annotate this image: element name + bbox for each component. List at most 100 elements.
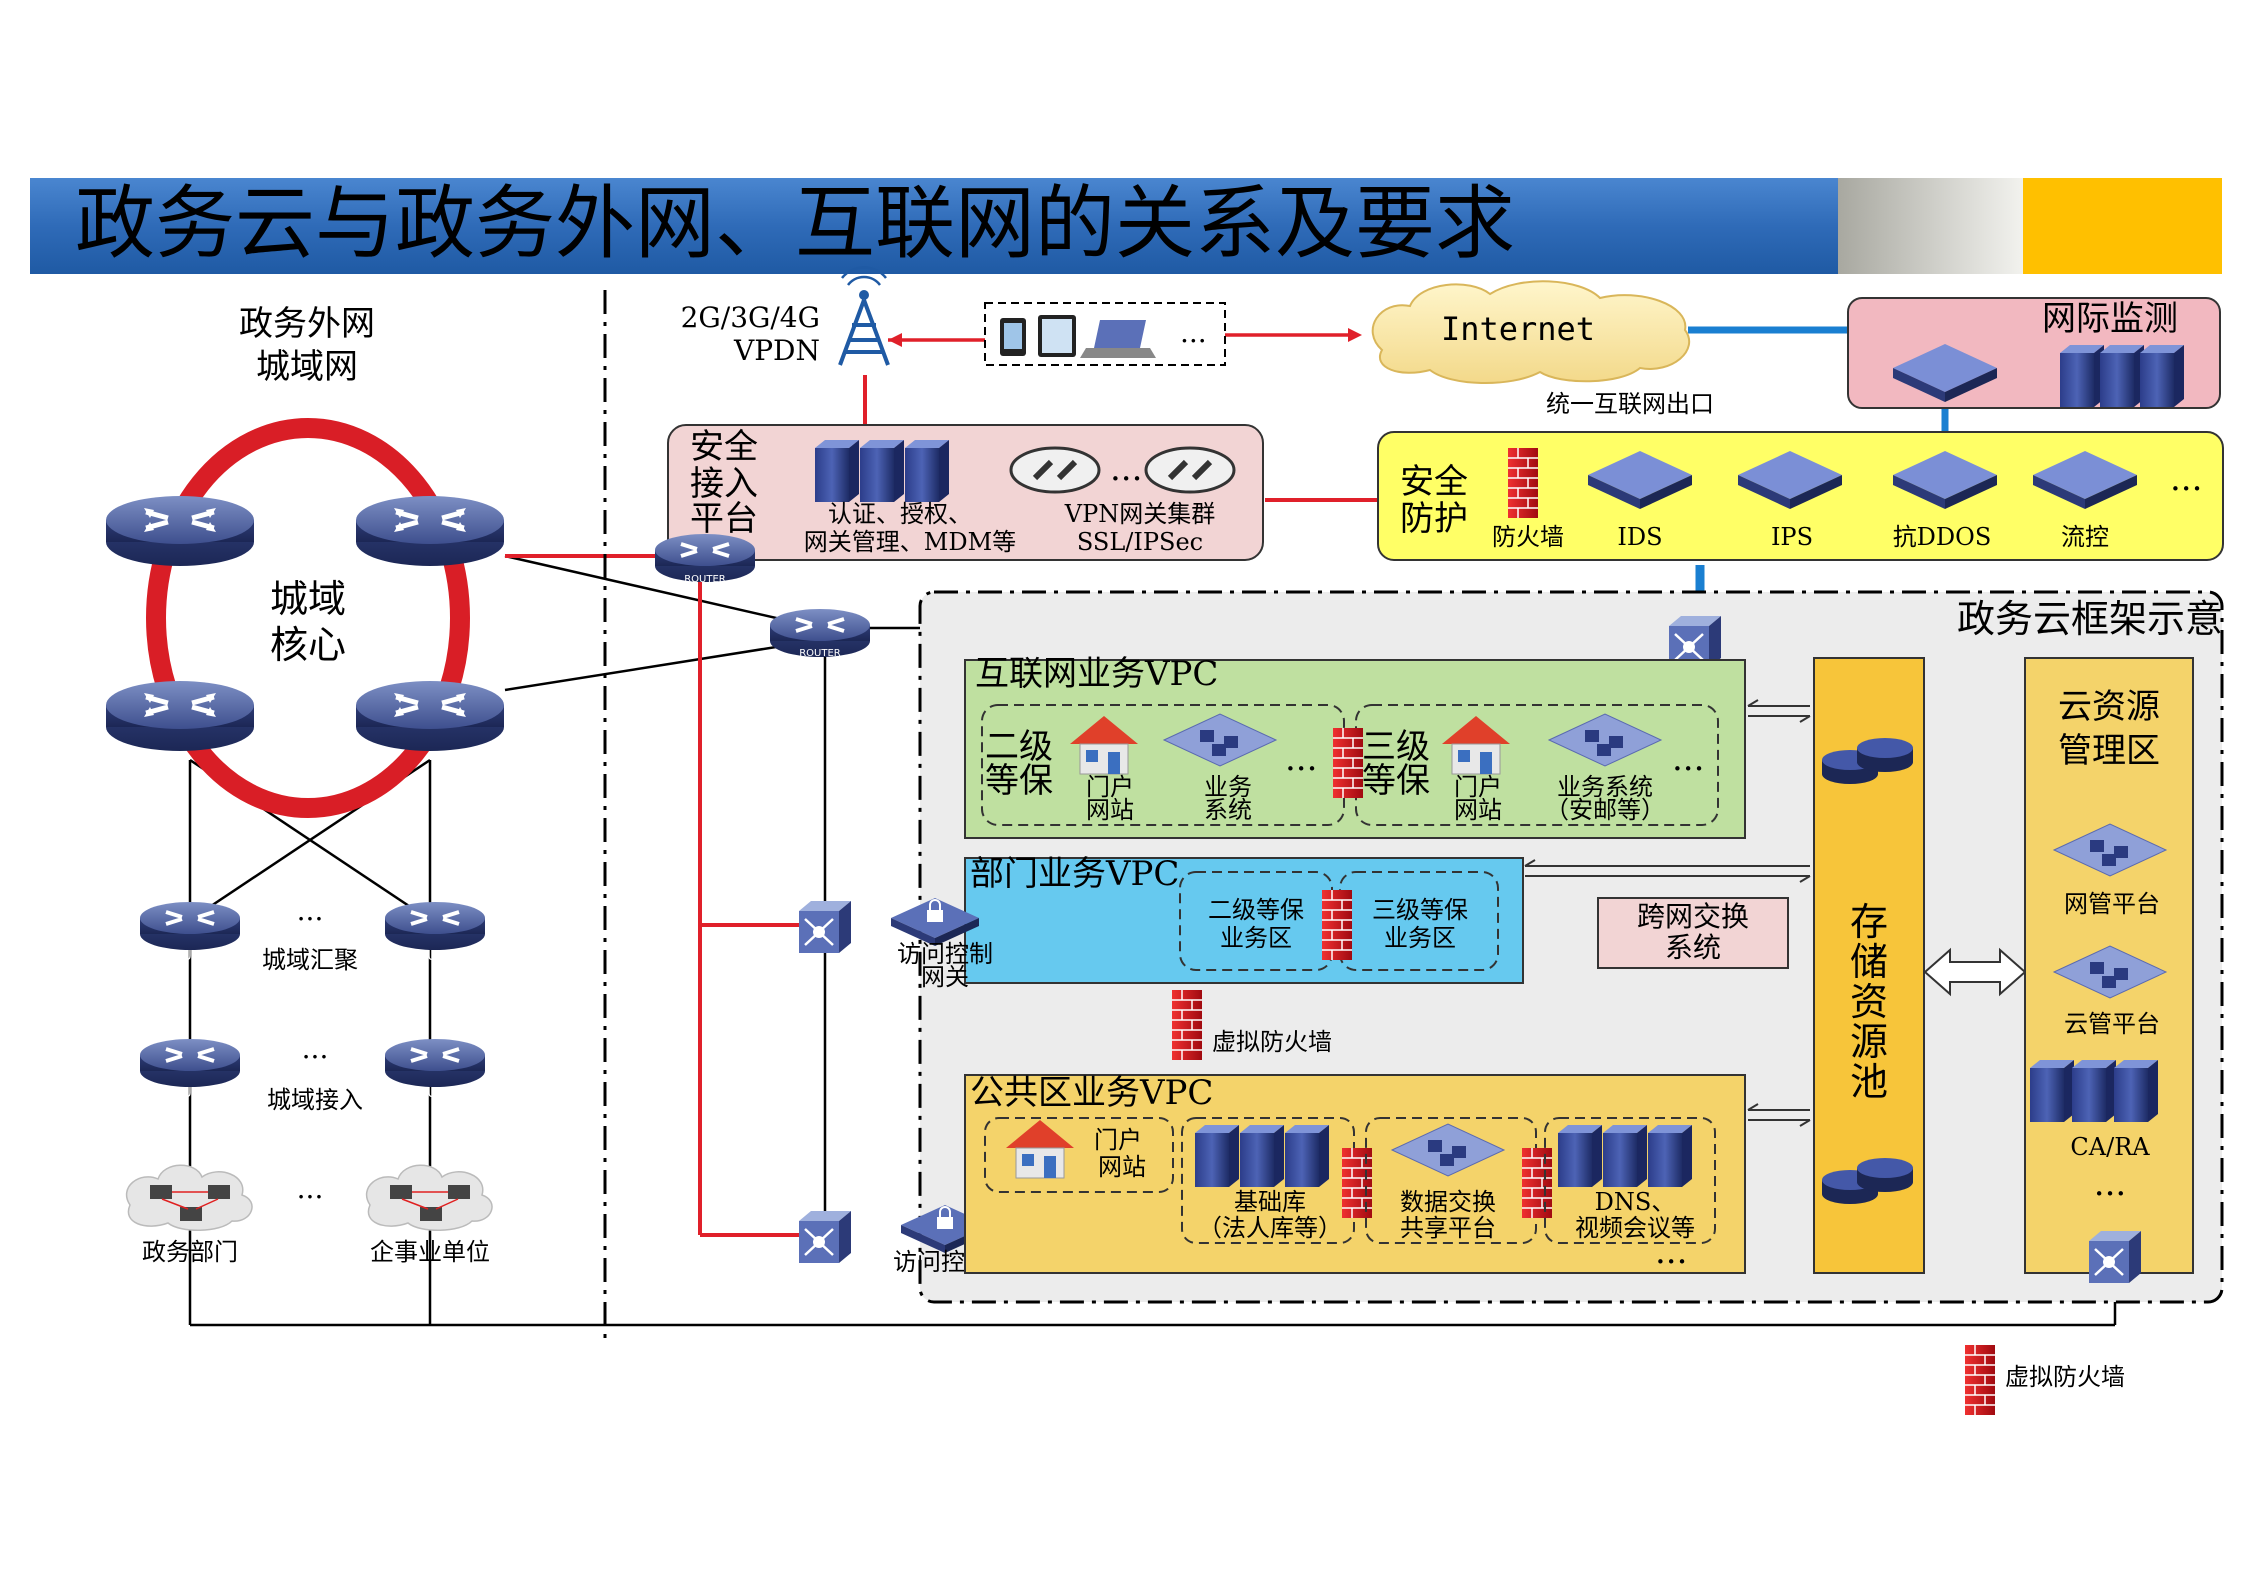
dots: ...	[1672, 739, 1704, 779]
auth-label-2: 网关管理、MDM等	[804, 528, 1016, 556]
router-tag: ROUTER	[408, 1086, 462, 1101]
dept-zone3-label-2: 业务区	[1384, 924, 1456, 952]
internet-cloud-icon	[1371, 280, 1691, 385]
base-db-label-2: （法人库等）	[1198, 1214, 1342, 1242]
router-tag: ROUTER	[163, 949, 217, 964]
biz-label-1: 业务	[1204, 773, 1252, 801]
server-icon	[905, 440, 949, 502]
biz3-label-1: 业务系统	[1557, 773, 1653, 801]
metro-core-label-2: 核心	[270, 623, 346, 667]
server-icon	[1285, 1125, 1329, 1187]
core-router-icon	[356, 496, 504, 566]
lan-cloud-icon	[365, 1164, 493, 1232]
access-router-icon	[383, 1037, 487, 1089]
virtual-firewall-icon	[1341, 1147, 1373, 1219]
aggregation-label: 城域汇聚	[262, 946, 358, 974]
access-platform-title-1: 安全	[690, 427, 758, 467]
dept-label: 政务部门	[142, 1238, 238, 1266]
public-portal-zone	[984, 1117, 1174, 1193]
vpdn-label-1: 2G/3G/4G	[681, 301, 820, 334]
internet-label: Internet	[1441, 310, 1595, 348]
dots: ...	[2170, 459, 2202, 499]
cell-tower-icon	[838, 266, 890, 366]
biz-label-2: 系统	[1204, 796, 1252, 824]
page-title: 政务云与政务外网、互联网的关系及要求	[75, 177, 1515, 270]
monitor-server-icon	[2140, 345, 2184, 407]
gov-cloud-title: 政务云框架示意	[1957, 597, 2223, 641]
server-icon	[1603, 1125, 1647, 1187]
virtual-firewall-icon	[1521, 1147, 1553, 1219]
monitor-server-icon	[2060, 345, 2104, 407]
legend-virtual-fw-label: 虚拟防火墙	[2005, 1363, 2125, 1391]
router-tag: ROUTER	[799, 648, 841, 659]
enterprise-label: 企事业单位	[370, 1238, 490, 1266]
storage-label-char: 资	[1850, 980, 1888, 1024]
dept-vpc-title: 部门业务VPC	[970, 854, 1179, 894]
security-item-ips: IPS	[1771, 523, 1813, 551]
unified-exit-label: 统一互联网出口	[1546, 390, 1714, 418]
legend-firewall-icon	[1964, 1344, 1996, 1416]
dots: ...	[1655, 1232, 1687, 1272]
ca-server-icon	[2030, 1060, 2074, 1122]
level2-zone	[981, 704, 1345, 826]
exchange-label-1: 数据交换	[1400, 1188, 1496, 1216]
dept-zone2-label-1: 二级等保	[1208, 896, 1304, 924]
public-portal-label-2: 网站	[1098, 1153, 1146, 1181]
auth-label-1: 认证、授权、	[828, 500, 972, 528]
mgmt-switch-icon	[2087, 1229, 2143, 1285]
metro-net-title-1: 政务外网	[239, 304, 375, 344]
portal-label-2: 网站	[1086, 796, 1134, 824]
link-arrows	[1524, 699, 1811, 1127]
server-icon	[860, 440, 904, 502]
dots: ...	[2094, 1164, 2126, 1204]
portal-label-2: 网站	[1454, 796, 1502, 824]
cloud-mgmt-label: 云管平台	[2064, 1010, 2160, 1038]
core-router-icon	[106, 496, 254, 566]
vpn-label-1: VPN网关集群	[1064, 500, 1215, 528]
dots: ...	[297, 1172, 324, 1205]
access-gateway-a-label-1: 访问控制	[897, 940, 993, 968]
ca-server-icon	[2072, 1060, 2116, 1122]
dots: ...	[302, 1032, 329, 1065]
monitor-server-icon	[2100, 345, 2144, 407]
mobile-devices-icon	[1000, 315, 1156, 358]
router-tag: ROUTER	[163, 1086, 217, 1101]
router-tag: ROUTER	[408, 949, 462, 964]
security-item-ids: IDS	[1617, 523, 1662, 551]
access-switch-icon	[797, 899, 853, 955]
aggregation-router-icon	[383, 900, 487, 952]
monitor-title: 网际监测	[2042, 299, 2178, 339]
title-bar	[30, 178, 2222, 274]
access-platform-title-2: 接入	[690, 464, 758, 504]
ca-server-icon	[2114, 1060, 2158, 1122]
vpdn-label-2: VPDN	[733, 334, 820, 367]
public-portal-label-1: 门户	[1094, 1126, 1142, 1154]
storage-label-char: 池	[1850, 1060, 1888, 1104]
security-title-1: 安全	[1400, 462, 1468, 502]
level2-label-2: 等保	[985, 761, 1053, 801]
dots: ...	[297, 894, 324, 927]
security-title-2: 防护	[1400, 499, 1468, 539]
dept-vpc-box	[964, 857, 1524, 984]
cross-exchange-label-1: 跨网交换	[1637, 900, 1749, 933]
server-icon	[1195, 1125, 1239, 1187]
access-platform-title-3: 平台	[690, 499, 758, 539]
server-icon	[1558, 1125, 1602, 1187]
level3-label-1: 三级	[1362, 727, 1430, 767]
virtual-fw-label: 虚拟防火墙	[1212, 1028, 1332, 1056]
lan-cloud-icon	[125, 1164, 253, 1232]
public-vpc-title: 公共区业务VPC	[970, 1073, 1213, 1113]
exchange-label-2: 共享平台	[1400, 1214, 1496, 1242]
base-db-label-1: 基础库	[1234, 1188, 1306, 1216]
biz3-label-2: （安邮等）	[1545, 796, 1665, 824]
vpn-gateway-icon	[1011, 448, 1099, 492]
virtual-firewall-icon	[1321, 889, 1353, 961]
security-item-firewall: 防火墙	[1492, 523, 1564, 551]
dots: ...	[1285, 739, 1317, 779]
dept-zone2-label-2: 业务区	[1220, 924, 1292, 952]
security-item-flow-control: 流控	[2061, 523, 2109, 551]
server-icon	[1240, 1125, 1284, 1187]
dns-label-1: DNS、	[1595, 1188, 1676, 1216]
level2-label-1: 二级	[985, 727, 1053, 767]
